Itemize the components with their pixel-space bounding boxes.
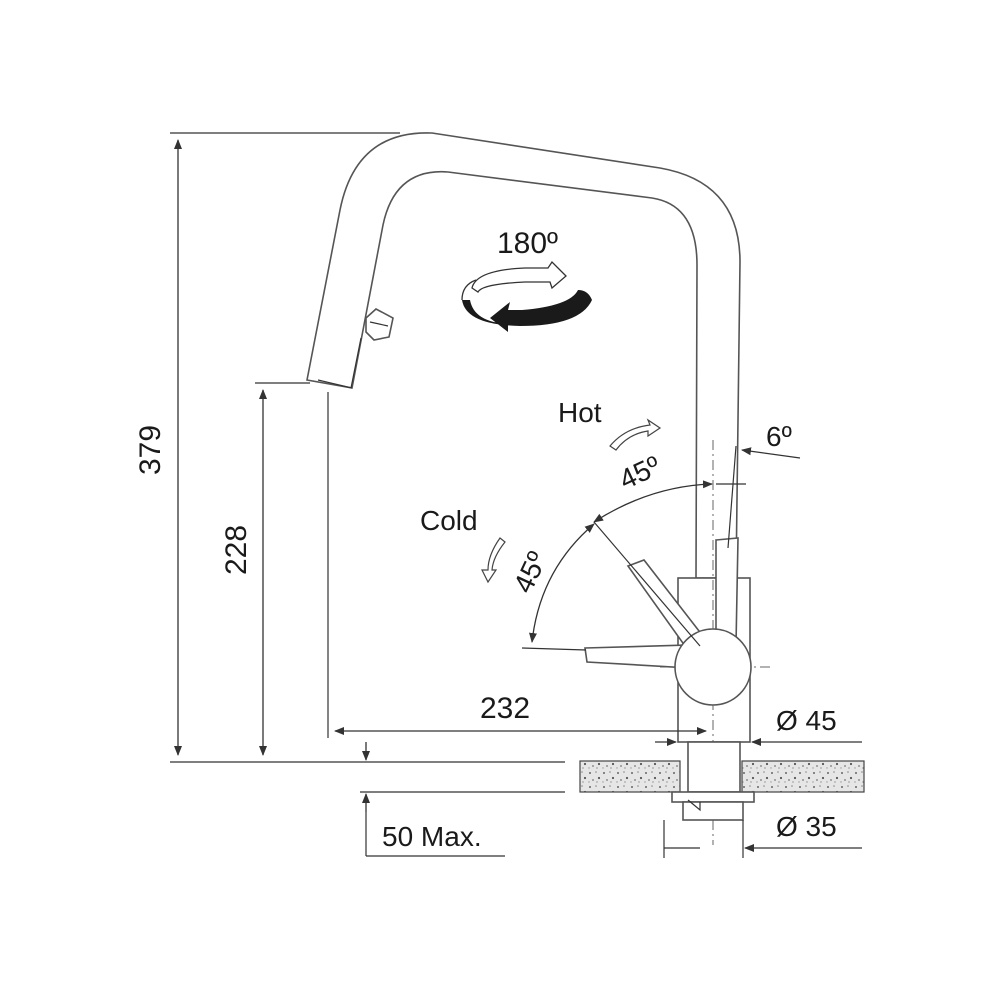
spout-height-label: 228 <box>220 525 253 575</box>
max-thickness-label: 50 Max. <box>382 821 482 852</box>
dimension-max-thickness <box>360 742 565 857</box>
handle-hub <box>674 628 752 706</box>
reach-label: 232 <box>480 692 530 725</box>
faucet-spout <box>306 132 741 579</box>
swivel-angle-label: 180º <box>497 227 558 260</box>
hot-angle-label: 45º <box>614 450 665 496</box>
tilt-angle-label: 6º <box>766 421 792 452</box>
mounting-shank <box>671 741 755 821</box>
cold-label: Cold <box>420 505 478 536</box>
hot-direction-arrow-icon <box>609 418 662 451</box>
hot-label: Hot <box>558 397 602 428</box>
swivel-rotation-arrow-icon <box>461 260 592 332</box>
cold-angle-arc <box>529 523 595 643</box>
dimension-spout-height <box>255 382 310 756</box>
total-height-label: 379 <box>134 425 167 475</box>
tilt-reference-line <box>727 445 737 549</box>
tilt-angle-leader <box>741 447 801 459</box>
hole-diameter-label: Ø 35 <box>776 811 837 842</box>
dimension-hole-diameter <box>663 820 862 858</box>
countertop <box>579 760 865 793</box>
handle-cold-position <box>584 644 691 669</box>
angle-ray-middle <box>593 521 701 647</box>
dimension-reach <box>327 392 707 738</box>
hot-angle-arc <box>593 480 713 523</box>
dimension-total-height <box>170 132 565 763</box>
spray-button <box>365 308 394 341</box>
cold-angle-label: 45º <box>507 547 553 598</box>
body-diameter-label: Ø 45 <box>776 705 837 736</box>
cold-direction-arrow-icon <box>481 537 506 584</box>
angle-ray-cold <box>521 647 587 651</box>
